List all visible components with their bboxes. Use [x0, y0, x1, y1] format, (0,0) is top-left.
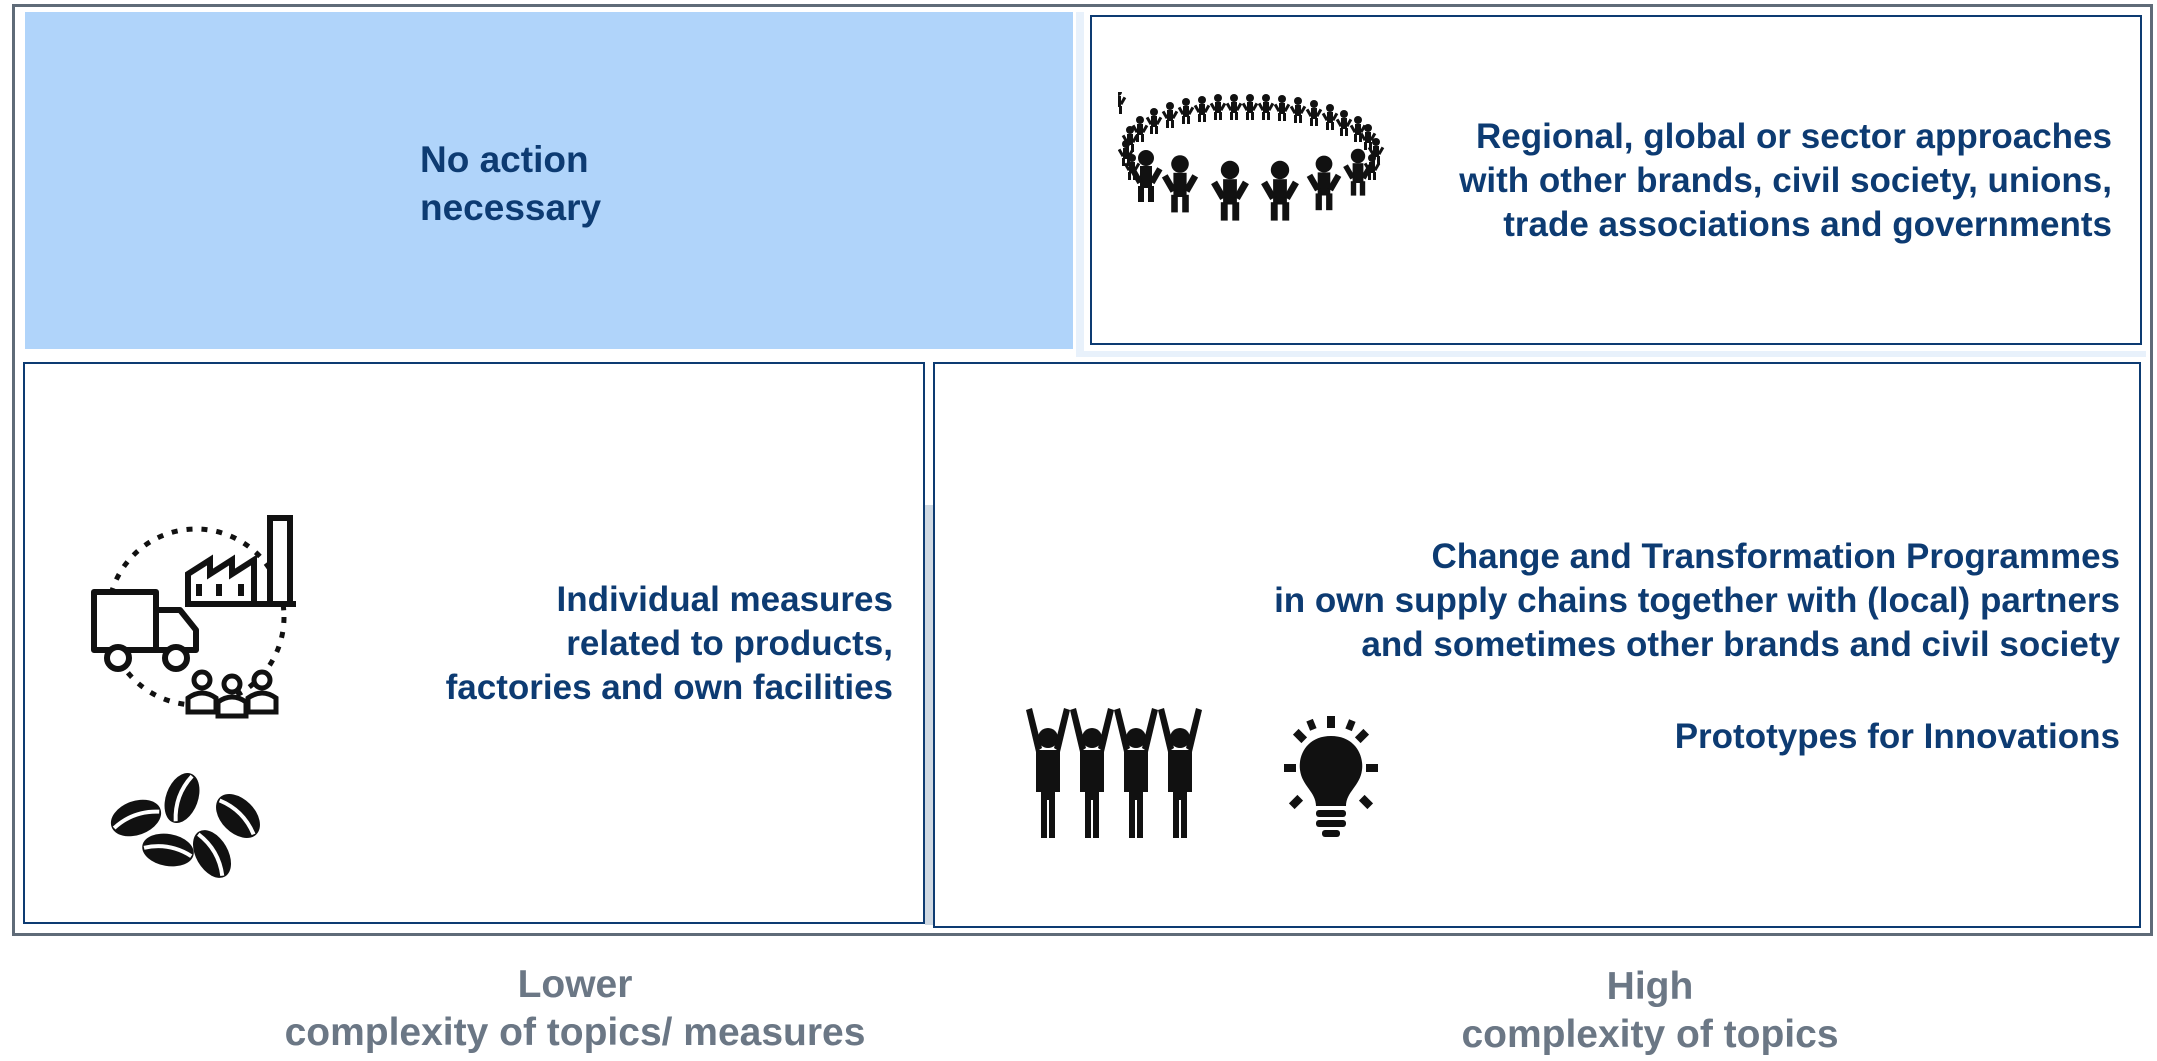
no-action-label: No action necessary [420, 136, 680, 232]
transformation-line2: in own supply chains together with (loca… [1274, 581, 2120, 620]
axis-lower-title: Lower [517, 963, 633, 1006]
transformation-text: Change and Transformation Programmes in … [1120, 535, 2120, 667]
lightbulb-icon [1284, 716, 1378, 837]
divider [1076, 351, 2146, 357]
individual-line3: factories and own facilities [445, 668, 893, 707]
regional-line1: Regional, global or sector approaches [1476, 117, 2112, 156]
axis-high-title: High [1606, 965, 1694, 1008]
supply-chain-icon [91, 515, 296, 719]
individual-line2: related to products, [566, 624, 893, 663]
quadrant-regional-global [1090, 15, 2142, 345]
axis-high-subtitle: complexity of topics [1461, 1013, 1839, 1056]
regional-line3: trade associations and governments [1503, 205, 2112, 244]
prototypes-text: Prototypes for Innovations [1674, 717, 2120, 756]
individual-measures-text: Individual measures related to products,… [193, 578, 893, 710]
coffee-beans-icon [110, 772, 260, 878]
no-action-line2: necessary [420, 187, 602, 228]
individual-line1: Individual measures [556, 580, 893, 619]
circle-of-people-icon [1118, 92, 1385, 221]
axis-lower-subtitle: complexity of topics/ measures [284, 1011, 866, 1054]
transformation-line1: Change and Transformation Programmes [1431, 537, 2120, 576]
regional-global-text: Regional, global or sector approaches wi… [1212, 115, 2112, 247]
people-raising-hands-icon [1026, 708, 1202, 838]
quadrant-no-action [25, 12, 1073, 349]
transformation-line3: and sometimes other brands and civil soc… [1361, 625, 2120, 664]
no-action-line1: No action [420, 139, 589, 180]
regional-line2: with other brands, civil society, unions… [1459, 161, 2112, 200]
divider [1076, 12, 1084, 357]
divider [925, 505, 933, 925]
